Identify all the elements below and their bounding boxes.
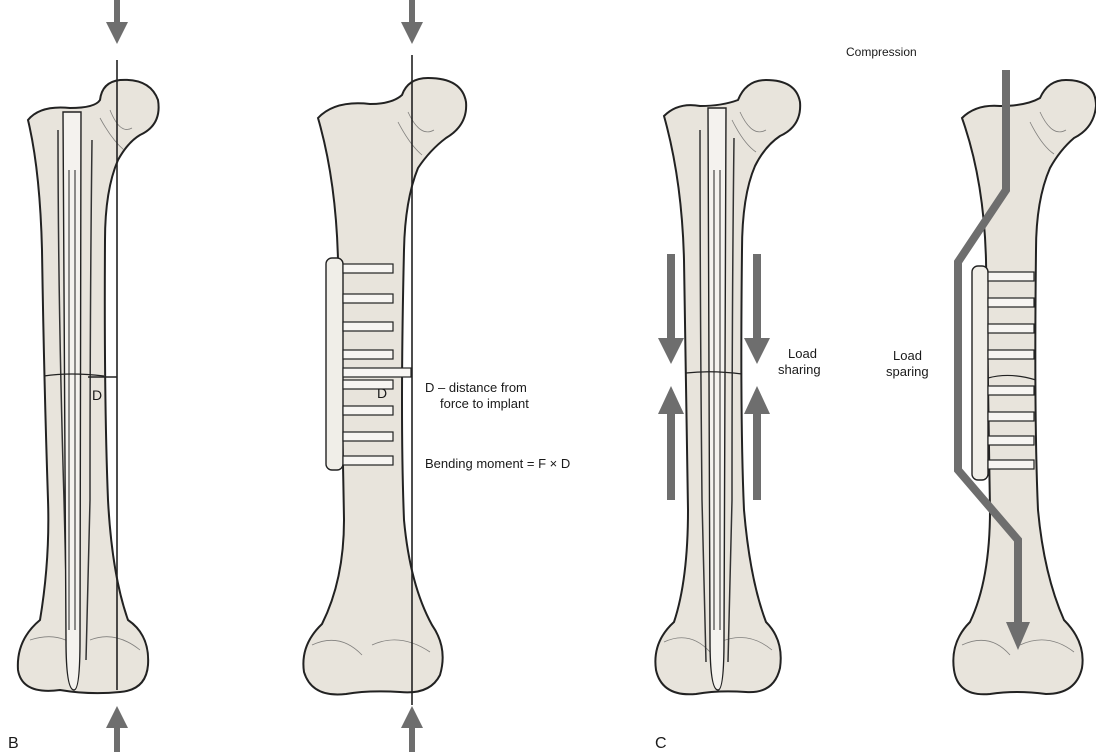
distance-d-marker xyxy=(343,368,411,377)
screw xyxy=(343,350,393,359)
compression-label: Compression xyxy=(846,45,917,59)
bone-plate xyxy=(326,258,343,470)
force-arrow-icon xyxy=(106,0,128,44)
label-d-nail: D xyxy=(92,387,102,403)
intramedullary-nail xyxy=(708,108,726,690)
load-sparing-line1: Load xyxy=(893,348,922,363)
load-sparing-line2: sparing xyxy=(886,364,929,379)
force-arrow-icon xyxy=(658,386,684,500)
bending-moment-formula: Bending moment = F × D xyxy=(425,456,570,471)
femur-bone-outline xyxy=(18,80,159,693)
load-sharing-line2: sharing xyxy=(778,362,821,377)
screw xyxy=(343,432,393,441)
screw xyxy=(988,386,1034,395)
screw xyxy=(988,272,1034,281)
force-arrow-icon xyxy=(744,386,770,500)
panel-label-c: C xyxy=(655,735,667,752)
bone-plate xyxy=(972,266,988,480)
femur-bone-outline xyxy=(655,80,800,694)
screw xyxy=(988,436,1034,445)
screw xyxy=(343,456,393,465)
screw xyxy=(988,460,1034,469)
load-sharing-line1: Load xyxy=(788,346,817,361)
d-definition-line1: D – distance from xyxy=(425,380,527,395)
d-definition-line2: force to implant xyxy=(440,396,529,411)
screw xyxy=(988,324,1034,333)
screw xyxy=(343,294,393,303)
force-arrow-icon xyxy=(401,706,423,752)
screw xyxy=(343,264,393,273)
force-arrow-icon xyxy=(106,706,128,752)
femur-load-sharing: Load sharing C xyxy=(655,80,821,752)
force-arrow-icon xyxy=(401,0,423,44)
screw xyxy=(988,298,1034,307)
panel-label-b: B xyxy=(8,735,19,752)
force-arrow-icon xyxy=(658,254,684,364)
screw xyxy=(988,412,1034,421)
force-arrow-icon xyxy=(744,254,770,364)
screw xyxy=(343,322,393,331)
femur-nail-bending: D B xyxy=(8,0,159,752)
screw xyxy=(343,406,393,415)
femur-plate-bending: D D – distance from force to implant Ben… xyxy=(303,0,570,752)
intramedullary-nail xyxy=(63,112,81,690)
femur-load-sparing: Load sparing Compression xyxy=(846,45,1096,694)
label-d-plate: D xyxy=(377,385,387,401)
screw xyxy=(988,350,1034,359)
